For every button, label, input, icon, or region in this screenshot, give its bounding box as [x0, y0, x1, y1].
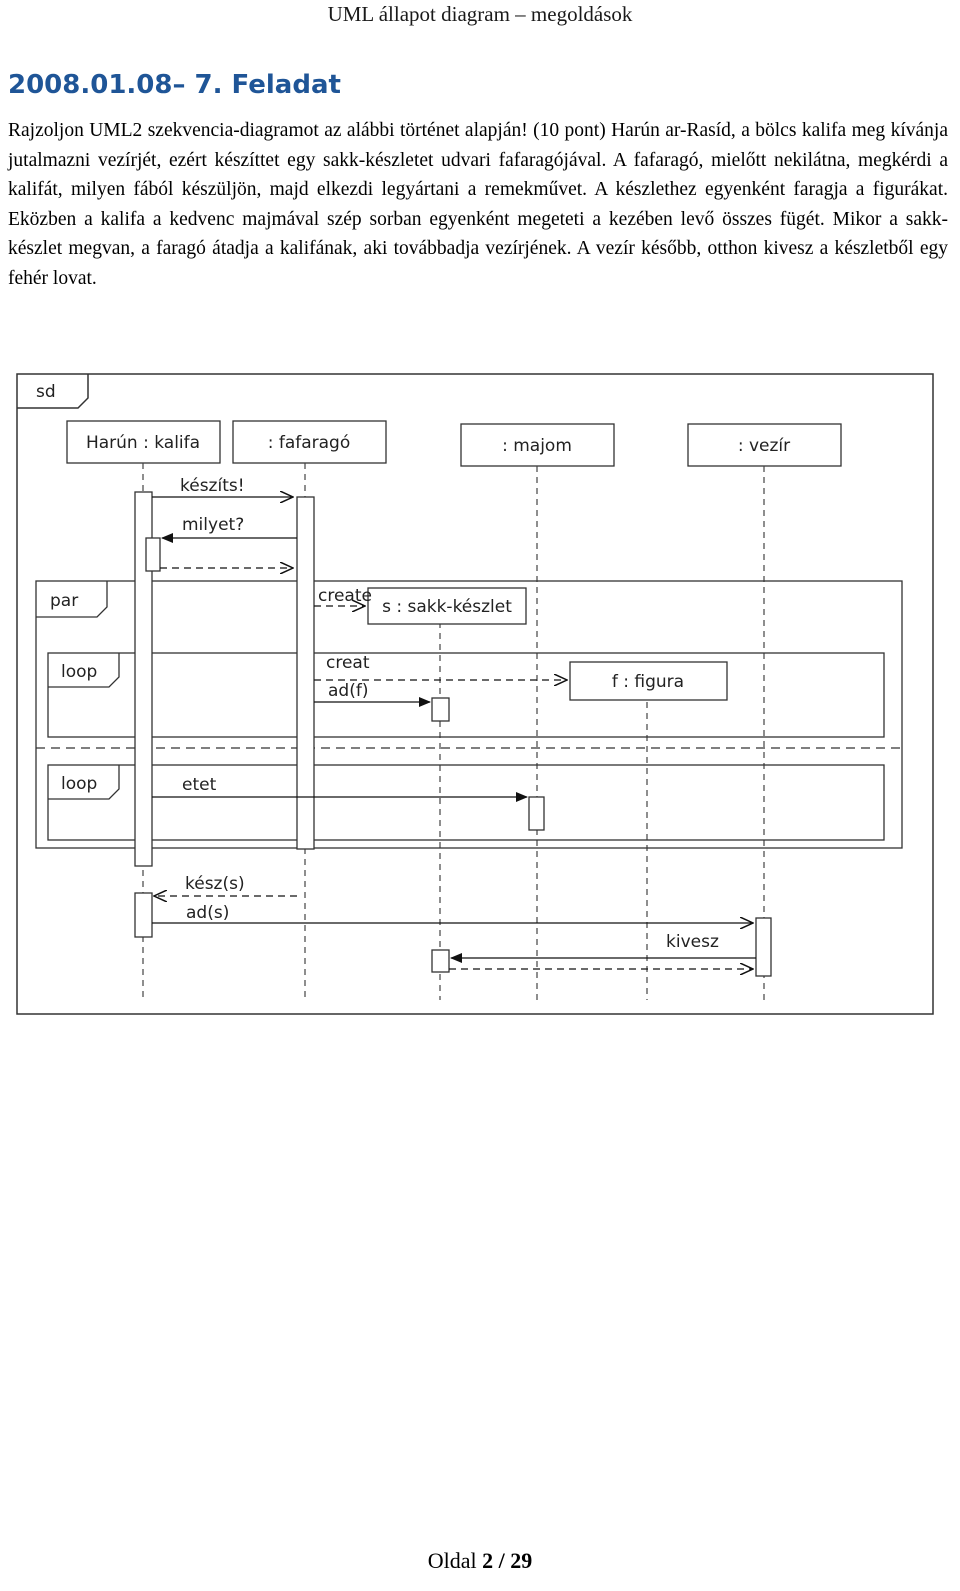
message-label-creat: creat	[326, 653, 370, 673]
activation-bars	[134, 491, 772, 977]
message-kivesz: kivesz	[450, 932, 756, 963]
message-label-keszits: készíts!	[180, 476, 245, 496]
sd-label: sd	[36, 382, 56, 402]
footer-prefix: Oldal	[427, 1548, 483, 1573]
lifeline-head-farago: : fafaragó	[232, 420, 387, 464]
message-ad-s: ad(s)	[152, 903, 753, 923]
lifeline-label-farago: : fafaragó	[268, 433, 351, 453]
object-label-sakk-keszlet: s : sakk-készlet	[382, 597, 512, 617]
message-label-milyet: milyet?	[182, 515, 244, 535]
loop-label-2: loop	[61, 774, 97, 794]
lifeline-label-kalifa: Harún : kalifa	[86, 433, 200, 453]
lifeline-label-majom: : majom	[502, 436, 572, 456]
message-ad-f: ad(f)	[314, 681, 431, 707]
page-footer: Oldal 2 / 29	[0, 1548, 960, 1574]
object-sakk-keszlet: s : sakk-készlet	[367, 587, 527, 625]
message-label-etet: etet	[182, 775, 217, 795]
loop-fragment-2: loop	[47, 764, 885, 841]
message-label-ad-f: ad(f)	[328, 681, 368, 701]
loop-label-1: loop	[61, 662, 97, 682]
par-fragment: par	[35, 580, 903, 849]
lifeline-head-kalifa: Harún : kalifa	[66, 420, 221, 464]
page-number: 2 / 29	[482, 1548, 533, 1573]
section-title: 2008.01.08– 7. Feladat	[8, 70, 341, 100]
message-etet: etet	[152, 775, 528, 802]
object-figura: f : figura	[569, 661, 728, 701]
message-label-ad-s: ad(s)	[186, 903, 229, 923]
par-label: par	[50, 591, 78, 611]
sequence-diagram: sd Harún : kalifa : fafaragó : majom : v…	[16, 373, 934, 1015]
lifeline-head-vezir: : vezír	[687, 423, 842, 467]
message-label-kivesz: kivesz	[666, 932, 719, 952]
message-label-kesz-s: kész(s)	[185, 874, 245, 894]
object-label-figura: f : figura	[612, 672, 684, 692]
loop-fragment-1: loop	[47, 652, 885, 738]
task-description: Rajzoljon UML2 szekvencia-diagramot az a…	[8, 120, 948, 289]
message-label-create: create	[318, 586, 372, 606]
message-creat: creat	[314, 653, 567, 680]
sd-frame: sd	[16, 373, 934, 1015]
message-keszits: készíts!	[152, 476, 293, 497]
message-kesz-s: kész(s)	[154, 874, 297, 896]
lifelines	[142, 463, 765, 1000]
lifeline-head-majom: : majom	[460, 423, 615, 467]
page-header: UML állapot diagram – megoldások	[327, 2, 633, 26]
lifeline-label-vezir: : vezír	[738, 436, 790, 456]
message-milyet: milyet?	[161, 515, 297, 543]
message-create: create	[314, 586, 372, 606]
